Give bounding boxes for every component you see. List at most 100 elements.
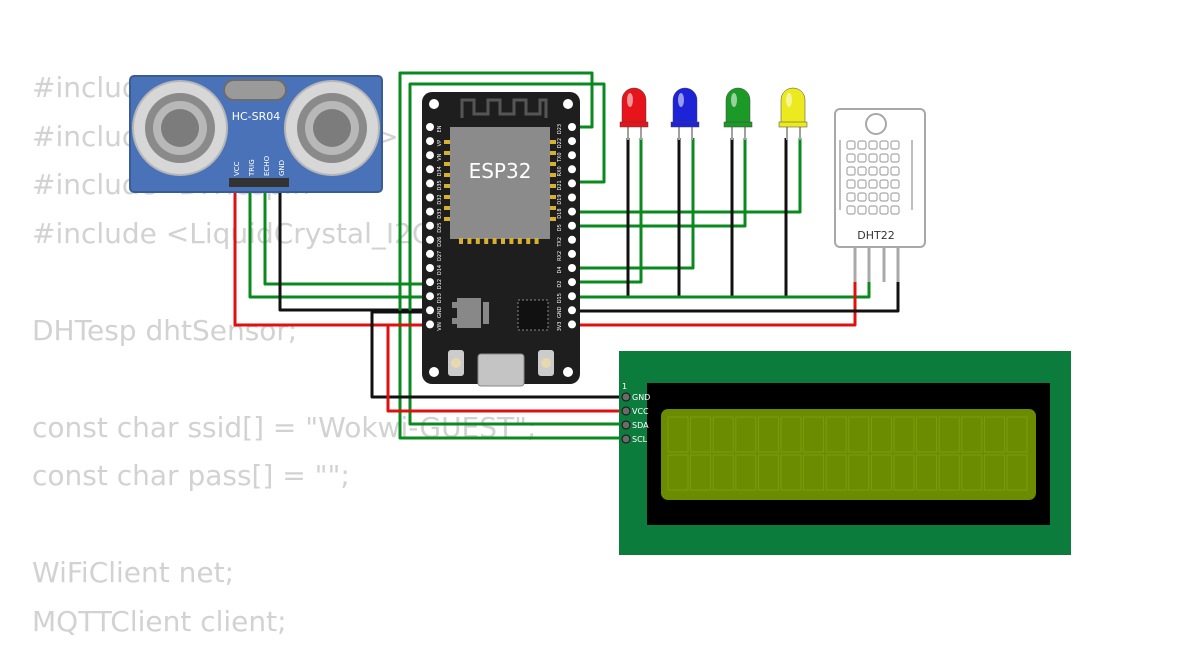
esp32-pin-rx0[interactable] [568, 165, 576, 173]
esp32-pin-label: TX2 [557, 237, 563, 248]
esp32-pin-d18[interactable] [568, 208, 576, 216]
esp32-pin-label: EN [437, 125, 443, 132]
wire-red-led[interactable] [572, 138, 641, 282]
wire-trig[interactable] [250, 184, 430, 297]
esp32-label: ESP32 [469, 159, 532, 183]
esp32-pin-vp[interactable] [426, 137, 434, 145]
wire-red-led-gnd[interactable] [572, 138, 628, 297]
grille-hole [891, 167, 899, 175]
esp32-pin-label: D22 [557, 138, 563, 148]
esp32-pin-gnd[interactable] [426, 306, 434, 314]
module-pad [550, 184, 556, 188]
module-pad [444, 162, 450, 166]
wire-hcsr04-gnd[interactable] [280, 184, 430, 310]
module-pad [444, 217, 450, 221]
module-pad [550, 217, 556, 221]
esp32-board[interactable]: ESP32 ENVPVND34D35D32D33D25D26D27D14D12D… [422, 92, 580, 386]
esp32-pin-rx2[interactable] [568, 250, 576, 258]
grille-hole [880, 180, 888, 188]
grille-hole [869, 154, 877, 162]
module-pad [467, 238, 471, 244]
grille-hole [880, 206, 888, 214]
wire-yellow-led[interactable] [572, 138, 800, 212]
esp32-pin-label: D35 [437, 180, 443, 190]
hc-sr04-sensor[interactable]: HC-SR04 VCC TRIG ECHO GND [130, 76, 382, 192]
esp32-pin-d23[interactable] [568, 123, 576, 131]
esp32-pin-d5[interactable] [568, 222, 576, 230]
hc-sr04-pin-vcc: VCC [233, 161, 241, 176]
module-pad [550, 195, 556, 199]
esp32-pin-label: GND [557, 306, 563, 318]
lcd-pin-gnd: GND [632, 393, 650, 402]
module-pad [444, 173, 450, 177]
esp32-pin-label: D13 [437, 293, 443, 303]
wire-dht-data[interactable] [572, 250, 869, 297]
esp32-pin-gnd[interactable] [568, 306, 576, 314]
esp32-pin-tx2[interactable] [568, 236, 576, 244]
hc-sr04-label: HC-SR04 [232, 110, 281, 123]
grille-hole [880, 167, 888, 175]
esp32-pin-d22[interactable] [568, 137, 576, 145]
dht22-label: DHT22 [857, 229, 894, 242]
boot-button[interactable] [448, 350, 464, 376]
esp32-pin-label: D18 [557, 208, 563, 218]
esp32-pin-label: D19 [557, 194, 563, 204]
esp32-pin-label: D12 [437, 279, 443, 289]
wire-dht-vcc[interactable] [572, 250, 855, 325]
esp32-pin-label: D32 [437, 194, 443, 204]
esp32-pin-d14[interactable] [426, 264, 434, 272]
red-led[interactable] [620, 88, 648, 140]
esp32-pin-d13[interactable] [426, 292, 434, 300]
esp32-pin-en[interactable] [426, 123, 434, 131]
grille-hole [869, 206, 877, 214]
grille-hole [847, 193, 855, 201]
usb-port [478, 354, 524, 386]
esp32-pin-d26[interactable] [426, 236, 434, 244]
esp32-pin-label: VN [437, 153, 443, 160]
wire-echo[interactable] [265, 184, 430, 284]
esp32-pin-vin[interactable] [426, 320, 434, 328]
esp32-pin-label: VP [437, 140, 443, 146]
esp32-pin-3v3[interactable] [568, 320, 576, 328]
esp32-pin-d2[interactable] [568, 278, 576, 286]
lcd-pin-sda: SDA [632, 421, 649, 430]
module-pad [550, 206, 556, 210]
esp32-pin-d33[interactable] [426, 208, 434, 216]
voltage-regulator [452, 298, 489, 328]
esp32-pin-d32[interactable] [426, 194, 434, 202]
lcd-pin-vcc: VCC [632, 407, 649, 416]
esp32-pin-d19[interactable] [568, 194, 576, 202]
esp32-pin-d21[interactable] [568, 179, 576, 187]
esp32-pin-d34[interactable] [426, 165, 434, 173]
transducer-left [133, 81, 227, 175]
lcd-1602-display[interactable]: 1 GND VCC SDA SCL [619, 351, 1071, 555]
green-led[interactable] [724, 88, 752, 140]
module-pad [444, 140, 450, 144]
hc-sr04-pin-gnd: GND [278, 160, 286, 176]
transducer-right [285, 81, 379, 175]
dht22-sensor[interactable]: DHT22 [835, 109, 925, 282]
esp32-pin-d25[interactable] [426, 222, 434, 230]
blue-led[interactable] [671, 88, 699, 140]
module-pad [550, 151, 556, 155]
grille-hole [869, 167, 877, 175]
en-button[interactable] [538, 350, 554, 376]
esp32-pin-d35[interactable] [426, 179, 434, 187]
grille-hole [858, 193, 866, 201]
module-pad [444, 151, 450, 155]
grille-hole [891, 154, 899, 162]
esp32-pin-label: D25 [437, 223, 443, 233]
grille-hole [847, 141, 855, 149]
esp32-pin-vn[interactable] [426, 151, 434, 159]
esp32-pin-d12[interactable] [426, 278, 434, 286]
yellow-led[interactable] [779, 88, 807, 140]
esp32-pin-d4[interactable] [568, 264, 576, 272]
grille-hole [891, 141, 899, 149]
module-pad [444, 184, 450, 188]
esp32-pin-d27[interactable] [426, 250, 434, 258]
module-pad [550, 162, 556, 166]
wire-blue-led[interactable] [572, 138, 693, 268]
esp32-pin-label: D27 [437, 251, 443, 261]
esp32-pin-tx0[interactable] [568, 151, 576, 159]
esp32-pin-d15[interactable] [568, 292, 576, 300]
